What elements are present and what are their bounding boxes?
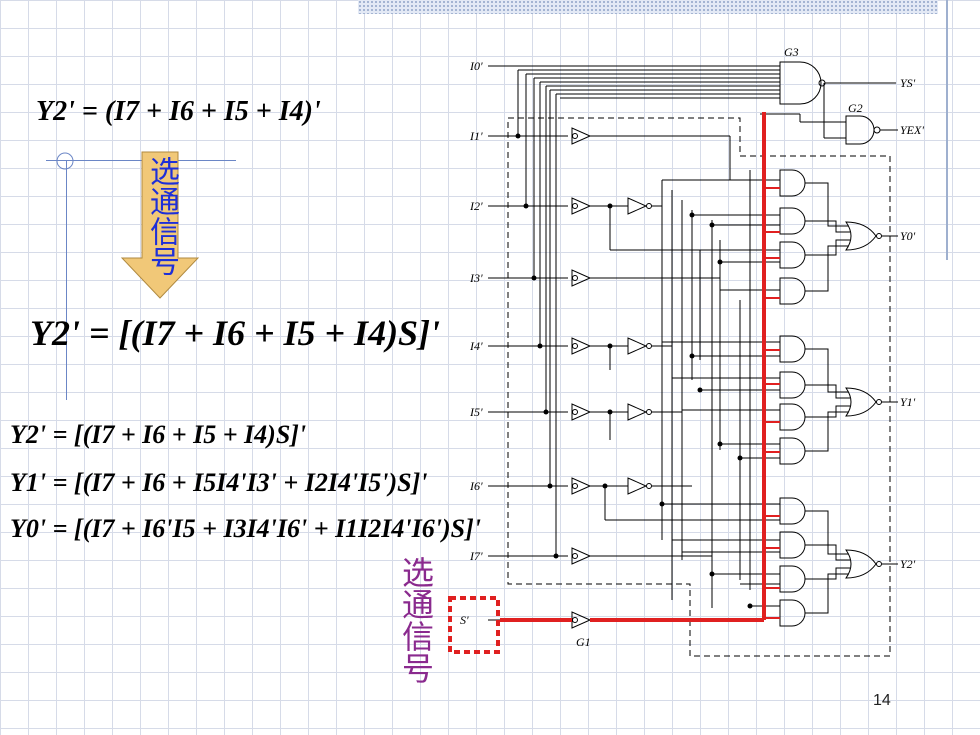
- input-label-i2: I2': [469, 199, 483, 213]
- output-label-ys: YS': [900, 76, 916, 90]
- input-label-i5: I5': [469, 405, 483, 419]
- equation-text: Y2' = [(I7 + I6 + I5 + I4)S]': [10, 420, 307, 449]
- equation-y2: Y2' = [(I7 + I6 + I5 + I4)S]': [10, 420, 306, 450]
- divider-line: [46, 160, 236, 161]
- equation-text: Y2' = [(I7 + I6 + I5 + I4)S]': [30, 313, 441, 353]
- strobe-highlight-box: [448, 596, 500, 654]
- down-arrow-icon: [120, 151, 200, 299]
- strobe-input-label: S': [460, 613, 469, 627]
- input-label-i7: I7': [469, 549, 483, 563]
- arrow-label: 选通信号: [144, 156, 179, 276]
- output-label-y2: Y2': [900, 557, 916, 571]
- gate-label-g1: G1: [576, 635, 591, 649]
- input-label-i1: I1': [469, 129, 483, 143]
- equation-text: Y2' = (I7 + I6 + I5 + I4)': [36, 96, 321, 127]
- header-decoration: [358, 0, 938, 14]
- equation-y0: Y0' = [(I7 + I6'I5 + I3I4'I6' + I1I2I4'I…: [10, 514, 481, 544]
- side-rule: [946, 0, 948, 260]
- equation-text: Y0' = [(I7 + I6'I5 + I3I4'I6' + I1I2I4'I…: [10, 514, 481, 543]
- input-label-i0: I0': [469, 59, 483, 73]
- equation-text: Y1' = [(I7 + I6 + I5I4'I3' + I2I4'I5')S]…: [10, 468, 428, 497]
- input-label-i3: I3': [469, 271, 483, 285]
- gate-label-g3: G3: [784, 45, 799, 59]
- gate-label-g2: G2: [848, 101, 863, 115]
- strobe-side-label: 选通信号: [397, 556, 435, 684]
- equation-y2-strobed: Y2' = [(I7 + I6 + I5 + I4)S]': [30, 312, 440, 354]
- strobe-arrow: 选通信号: [120, 150, 200, 300]
- equation-y2-original: Y2' = (I7 + I6 + I5 + I4)': [36, 96, 321, 128]
- page-number: 14: [873, 692, 891, 709]
- divider-line: [66, 160, 67, 400]
- input-label-i4: I4': [469, 339, 483, 353]
- output-label-y1: Y1': [900, 395, 916, 409]
- output-label-y0: Y0': [900, 229, 916, 243]
- output-label-yex: YEX': [900, 123, 924, 137]
- equation-y1: Y1' = [(I7 + I6 + I5I4'I3' + I2I4'I5')S]…: [10, 468, 428, 498]
- input-label-i6: I6': [469, 479, 483, 493]
- crosshair-icon: [56, 152, 74, 170]
